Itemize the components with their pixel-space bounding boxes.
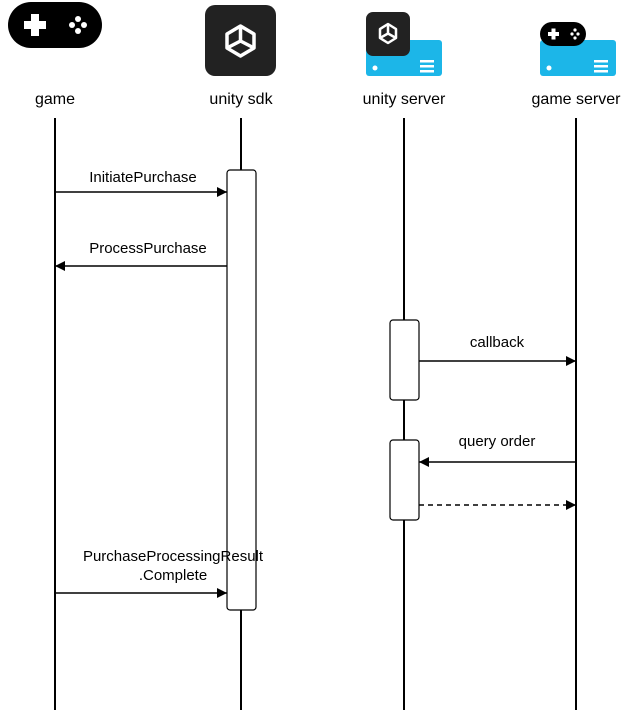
activation-unity-server-query — [389, 439, 420, 521]
activation-unity-sdk — [226, 169, 257, 611]
message-label-process-purchase: ProcessPurchase — [89, 240, 207, 257]
participant-label-unity-sdk: unity sdk — [209, 91, 273, 108]
game-server-icon — [540, 22, 616, 76]
participant-label-game-server: game server — [532, 91, 622, 108]
gamepad-icon — [8, 2, 102, 48]
message-label-purchase-processing-result: PurchaseProcessingResult — [83, 548, 264, 565]
message-label-callback: callback — [470, 334, 525, 351]
participant-label-game: game — [35, 91, 75, 108]
participant-label-unity-server: unity server — [363, 91, 446, 108]
message-label-purchase-processing-result-line2: .Complete — [139, 567, 207, 584]
message-label-query-order: query order — [459, 433, 536, 450]
unity-server-icon — [366, 12, 442, 76]
unity-logo-icon — [205, 5, 276, 76]
activation-unity-server-callback — [389, 319, 420, 401]
message-label-initiate-purchase: InitiatePurchase — [89, 169, 197, 186]
